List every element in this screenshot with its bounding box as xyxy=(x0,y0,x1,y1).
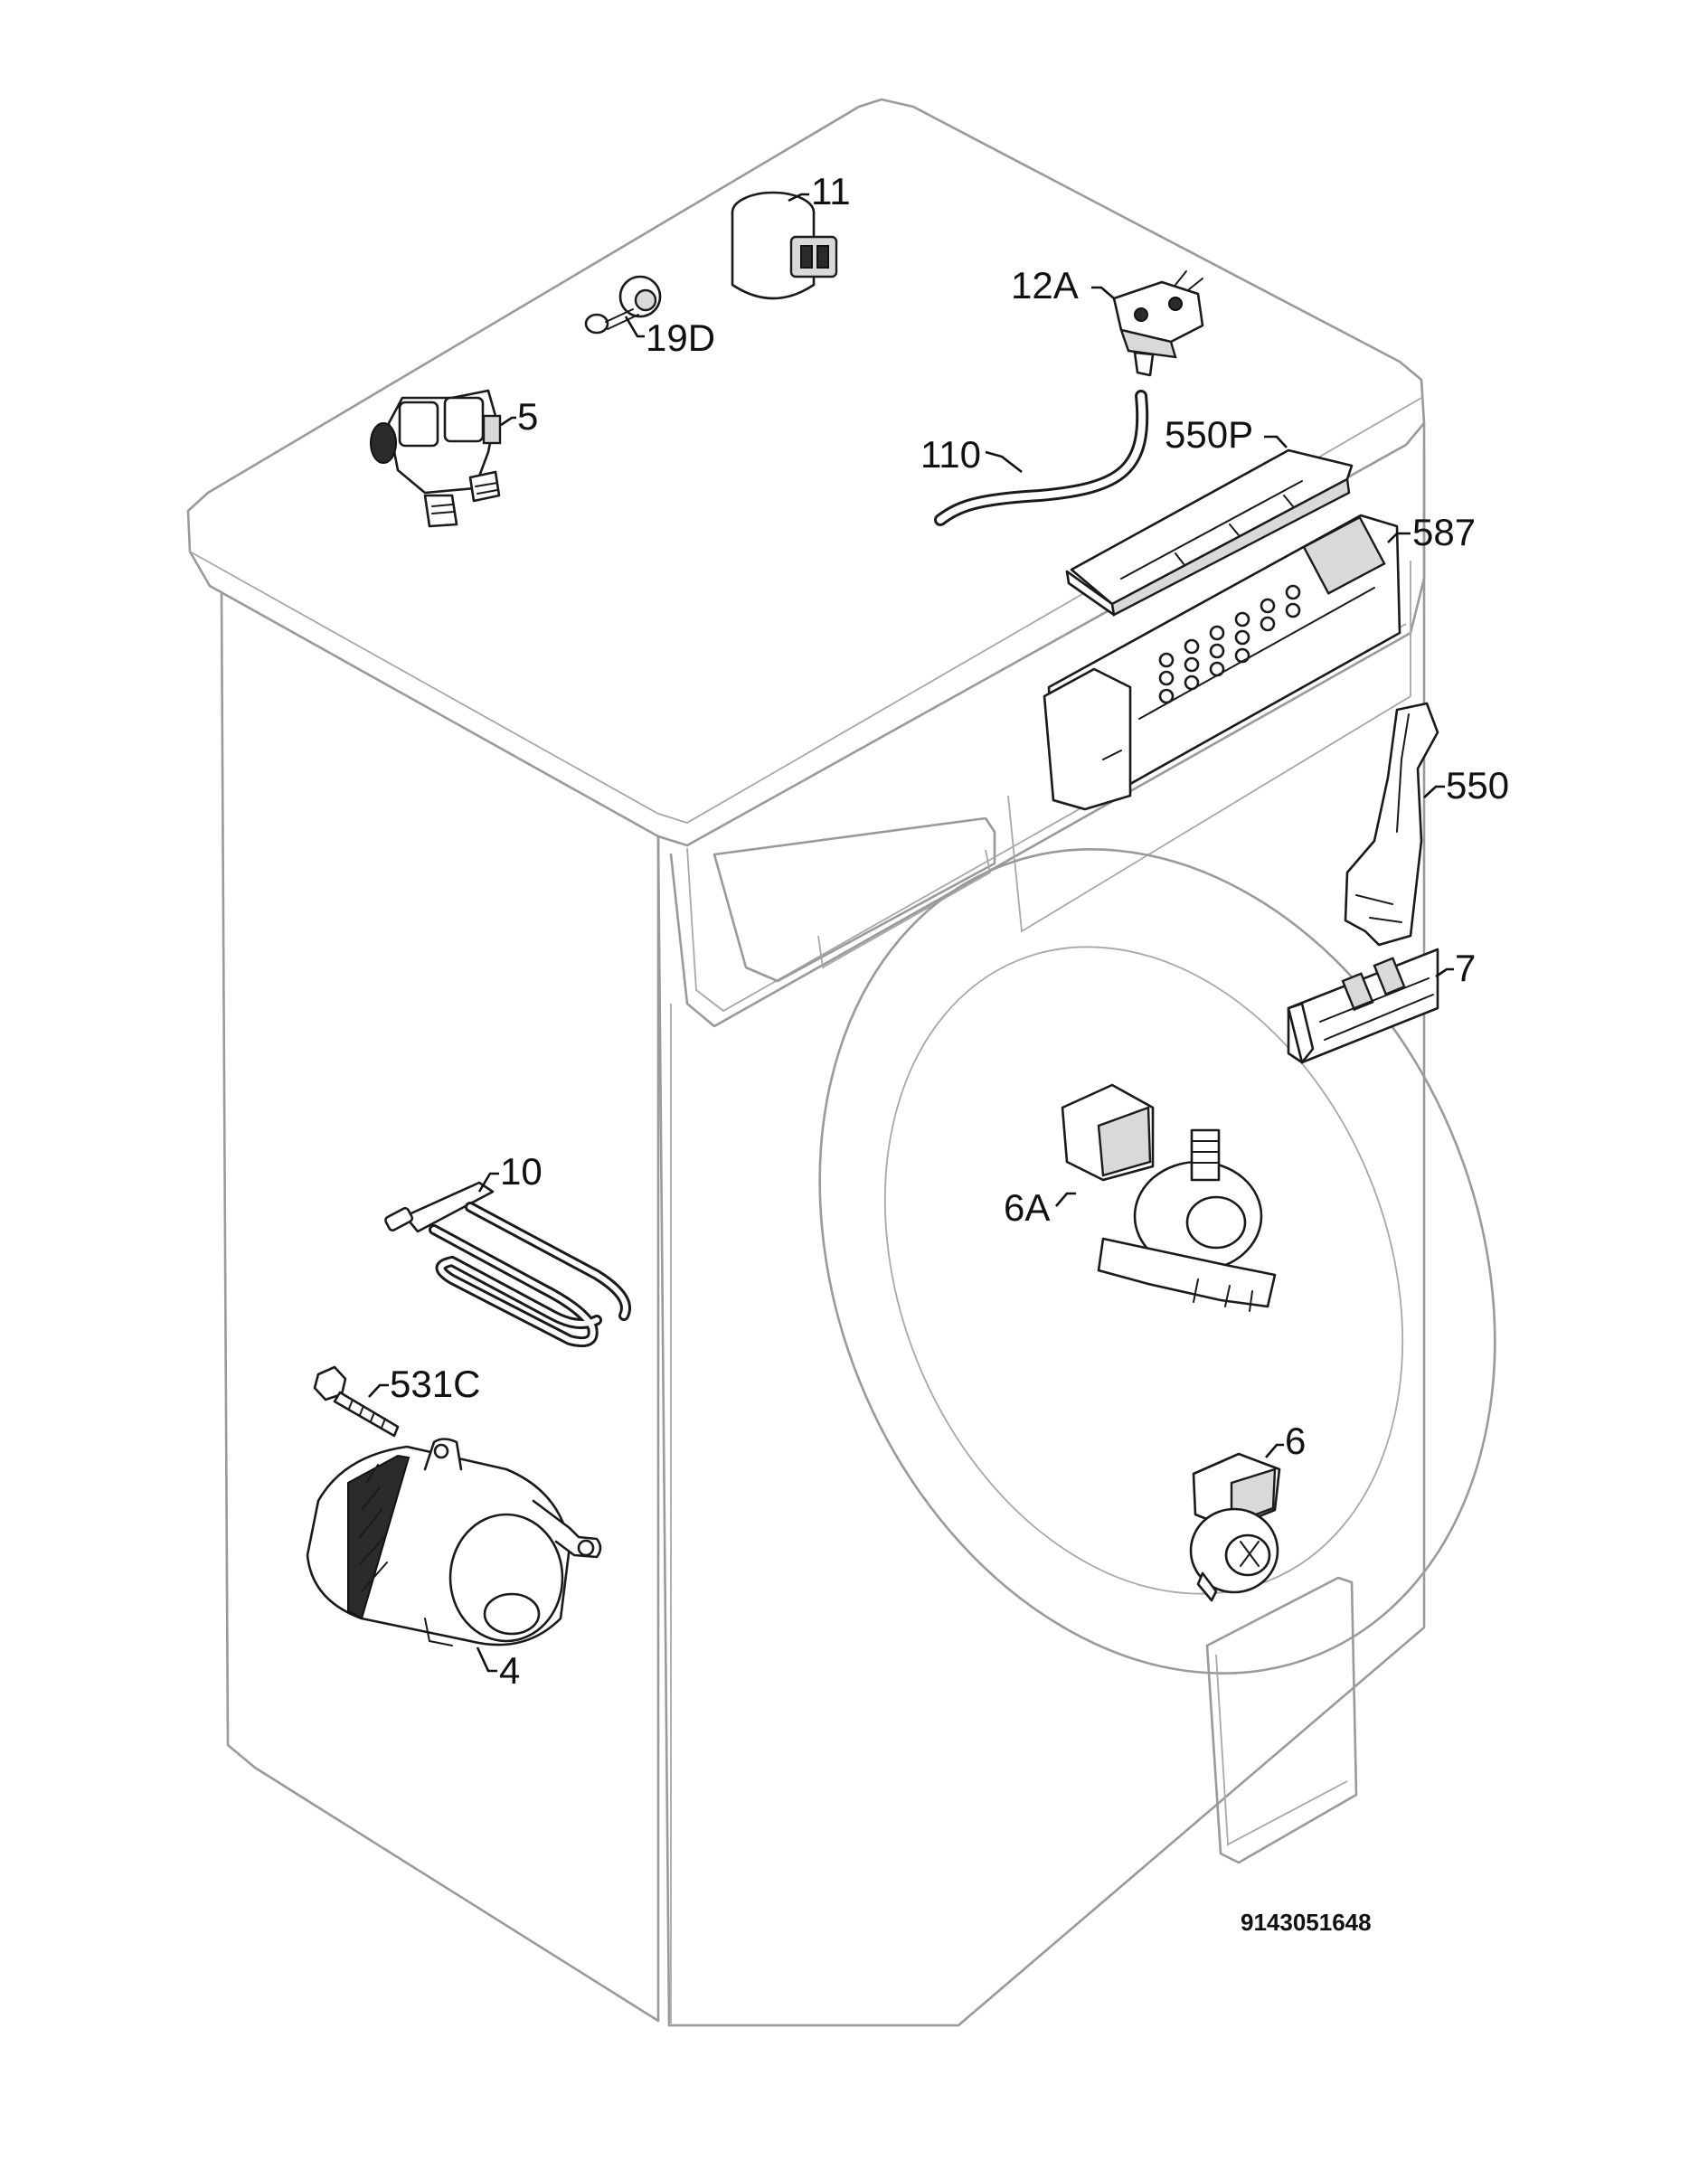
board-buttons xyxy=(1158,584,1301,704)
document-code: 9143051648 xyxy=(1241,1909,1372,1936)
washing-machine-outline xyxy=(186,98,1496,2027)
callout-5: 5 xyxy=(517,395,538,438)
callout-12a: 12A xyxy=(1011,264,1079,307)
part-4-motor xyxy=(306,1438,602,1646)
part-10-heating-element xyxy=(384,1181,631,1348)
part-550p-panel-cover xyxy=(1065,448,1354,617)
part-5-inlet-valve xyxy=(370,389,502,528)
part-6-drain-pump xyxy=(1189,1452,1281,1602)
callout-110: 110 xyxy=(920,433,981,476)
callout-587: 587 xyxy=(1412,511,1476,553)
callout-550: 550 xyxy=(1446,764,1509,807)
callout-11: 11 xyxy=(811,170,851,212)
part-12a-pressure-switch xyxy=(1112,270,1204,377)
part-6a-drain-pump-assembly xyxy=(1061,1083,1277,1312)
callout-7: 7 xyxy=(1455,947,1476,989)
part-19d-sensor xyxy=(584,275,662,335)
callout-531c: 531C xyxy=(390,1363,480,1405)
part-550-bracket xyxy=(1344,702,1439,947)
part-110-hose xyxy=(934,390,1149,526)
part-11-capacitor xyxy=(731,191,838,300)
callout-550p: 550P xyxy=(1165,413,1253,456)
callout-6a: 6A xyxy=(1004,1186,1050,1229)
callout-19d: 19D xyxy=(646,316,715,359)
callout-6: 6 xyxy=(1285,1420,1306,1462)
part-587-control-board xyxy=(1043,514,1401,811)
part-7-door-lock xyxy=(1287,948,1439,1064)
part-531c-screw xyxy=(313,1365,400,1438)
callout-10: 10 xyxy=(500,1150,543,1193)
callout-4: 4 xyxy=(499,1649,520,1692)
